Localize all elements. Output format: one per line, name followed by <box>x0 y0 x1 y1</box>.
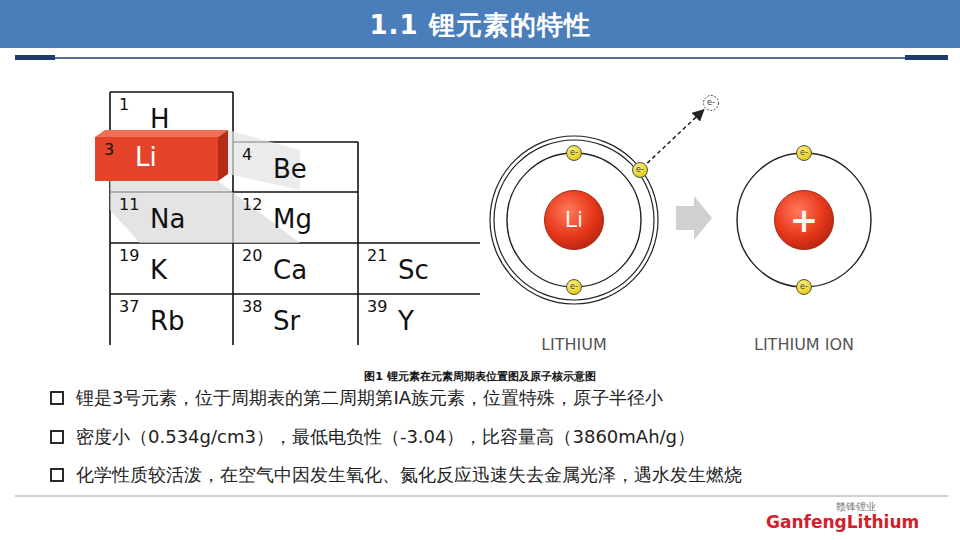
element-cell: 21 Sc <box>358 243 481 293</box>
outer-orbit <box>490 136 658 304</box>
electron: e- <box>796 145 812 161</box>
rule-accent <box>905 55 948 60</box>
atomic-number: 37 <box>119 297 139 316</box>
electron: e- <box>566 279 582 295</box>
element-symbol: Na <box>150 204 185 234</box>
bullet-text: 锂是3号元素，位于周期表的第二周期第IA族元素，位置特殊，原子半径小 <box>76 386 663 410</box>
element-cell: 11 Na <box>110 192 233 242</box>
atom-nucleus: + <box>774 190 834 250</box>
atom-nucleus: Li <box>544 190 604 250</box>
atomic-number: 4 <box>242 145 252 164</box>
figure-caption: 图1 锂元素在元素周期表位置图及原子核示意图 <box>0 369 960 384</box>
electron: e- <box>632 162 648 178</box>
outer-orbit <box>494 140 654 300</box>
element-symbol: Mg <box>273 204 312 234</box>
atomic-number: 12 <box>242 195 262 214</box>
footer-rule <box>15 496 948 497</box>
nucleus-label: + <box>790 203 819 237</box>
element-symbol: Rb <box>150 306 185 336</box>
element-symbol: Sr <box>273 306 300 336</box>
nucleus-label: Li <box>565 209 583 231</box>
electron: e- <box>566 145 582 161</box>
atom-label: LITHIUM ION <box>754 335 854 354</box>
slide-title: 1.1 锂元素的特性 <box>0 8 960 43</box>
element-cell: 3 Li <box>95 137 218 181</box>
element-symbol: Y <box>398 306 414 336</box>
electron: e- <box>703 95 719 111</box>
electron-label: e- <box>800 149 808 157</box>
electron-label: e- <box>570 283 578 291</box>
atomic-number: 39 <box>367 297 387 316</box>
element-cell: 19 K <box>110 243 233 293</box>
element-cell: 38 Sr <box>233 294 356 344</box>
atomic-number: 3 <box>104 140 114 159</box>
electron: e- <box>796 279 812 295</box>
atomic-number: 11 <box>119 195 139 214</box>
element-symbol: K <box>150 255 167 285</box>
bullet-box <box>51 469 63 481</box>
element-symbol: Li <box>135 142 157 172</box>
title-band <box>0 0 960 48</box>
element-cell: 4 Be <box>233 142 356 192</box>
table-grid <box>110 92 480 345</box>
atomic-number: 20 <box>242 246 262 265</box>
element-cell: 39 Y <box>358 294 481 344</box>
element-cell: 1H <box>110 92 233 142</box>
atomic-number: 1 <box>119 95 129 114</box>
bullet-box <box>51 392 63 404</box>
bullet-box <box>51 431 63 443</box>
cell-front <box>95 137 218 181</box>
atomic-number: 21 <box>367 246 387 265</box>
element-cell: 12 Mg <box>233 192 356 242</box>
element-symbol: H <box>150 104 170 134</box>
atomic-number: 38 <box>242 297 262 316</box>
electron-label: e- <box>636 166 644 174</box>
rule <box>15 57 948 59</box>
atomic-number: 19 <box>119 246 139 265</box>
element-cell: 37 Rb <box>110 294 233 344</box>
rule-accent <box>15 55 55 60</box>
bullet-text: 化学性质较活泼，在空气中因发生氧化、氮化反应迅速失去金属光泽，遇水发生燃烧 <box>76 463 742 487</box>
inner-orbit <box>507 153 641 287</box>
electron-path <box>647 110 703 163</box>
logo-chinese: 赣锋锂业 <box>836 500 876 514</box>
electron-label: e- <box>570 149 578 157</box>
cell-shadow <box>110 181 300 243</box>
inner-orbit <box>737 153 871 287</box>
atom-label: LITHIUM <box>541 335 607 354</box>
electron-label: e- <box>800 283 808 291</box>
bullet-text: 密度小（0.534g/cm3），最低电负性（-3.04），比容量高（3860mA… <box>76 425 695 449</box>
electron-label: e- <box>707 99 715 107</box>
element-symbol: Ca <box>273 255 307 285</box>
logo-text: GanfengLithium <box>766 512 919 532</box>
element-symbol: Be <box>273 154 307 184</box>
transition-arrow <box>676 196 712 240</box>
element-symbol: Sc <box>398 255 429 285</box>
cell-side <box>218 130 228 181</box>
element-cell: 20 Ca <box>233 243 356 293</box>
